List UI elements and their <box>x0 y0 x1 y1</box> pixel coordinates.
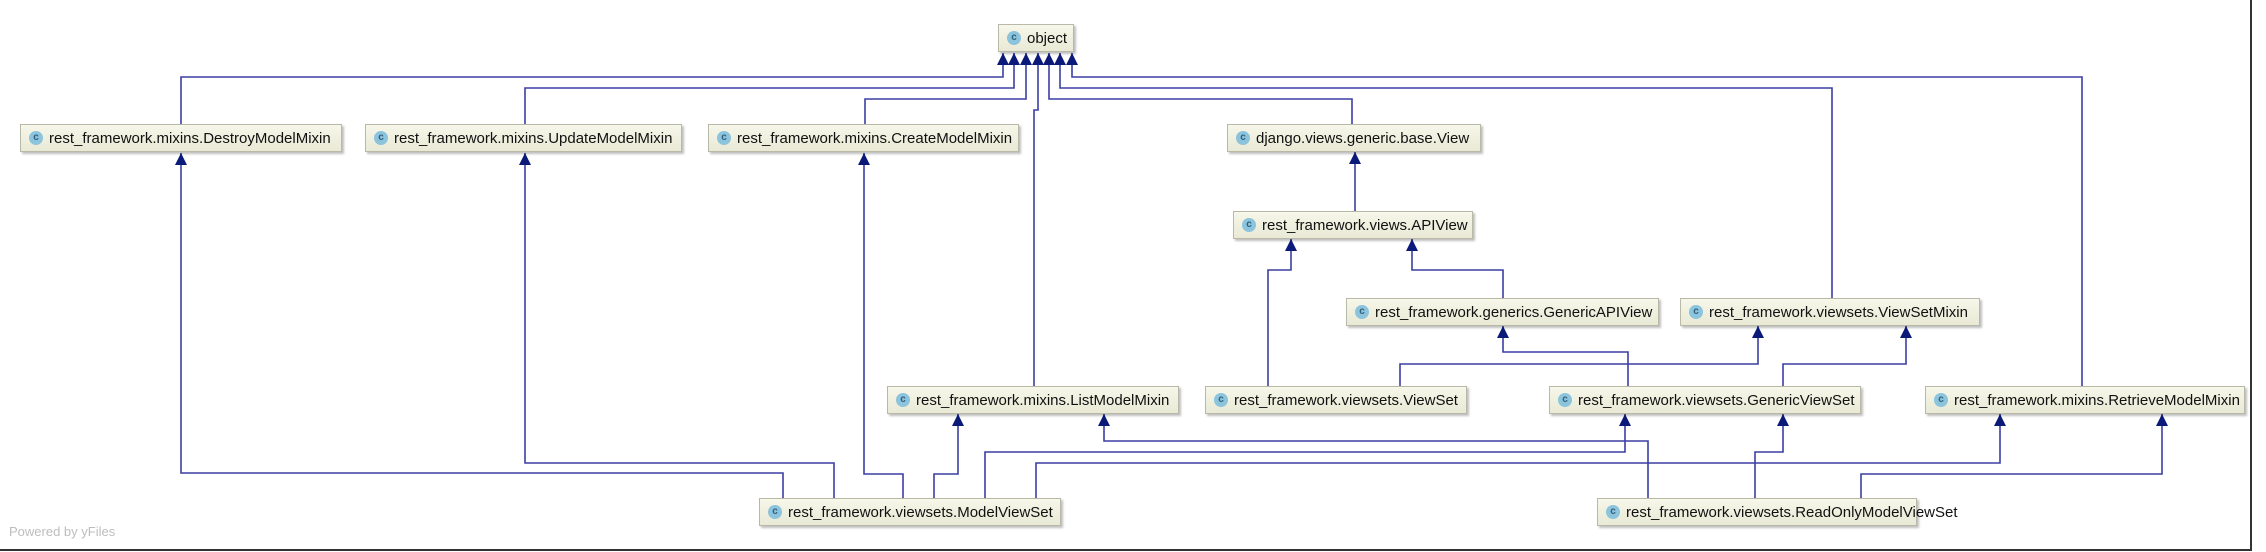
class-icon: c <box>717 131 731 145</box>
node-label: rest_framework.generics.GenericAPIView <box>1375 303 1653 321</box>
node-object[interactable]: c object <box>998 24 1074 52</box>
node-viewset[interactable]: c rest_framework.viewsets.ViewSet <box>1205 386 1467 414</box>
node-generic-api-view[interactable]: c rest_framework.generics.GenericAPIView <box>1346 298 1659 326</box>
inheritance-arrow-icon <box>1406 239 1418 251</box>
edge-list-to-object <box>1033 53 1039 386</box>
inheritance-arrow-icon <box>1994 414 2006 426</box>
powered-by-watermark: Powered by yFiles <box>9 524 116 539</box>
edge-djview-to-object <box>1048 53 1353 124</box>
node-label: rest_framework.viewsets.GenericViewSet <box>1578 391 1855 409</box>
class-icon: c <box>1606 505 1620 519</box>
class-icon: c <box>1242 218 1256 232</box>
edge-retrieve-to-object <box>1071 53 2083 386</box>
inheritance-arrow-icon <box>1043 53 1055 65</box>
node-label: rest_framework.mixins.DestroyModelMixin <box>49 129 331 147</box>
edge-viewset-to-viewsetmixin <box>1399 326 1759 386</box>
edge-genericviewset-to-genericapi <box>1502 326 1629 386</box>
node-label: django.views.generic.base.View <box>1256 129 1470 147</box>
node-django-view[interactable]: c django.views.generic.base.View <box>1227 124 1481 152</box>
inheritance-arrow-icon <box>997 53 1009 65</box>
edge-create-to-object <box>864 53 1027 124</box>
edge-modelviewset-to-genericviewset <box>984 414 1626 498</box>
edge-modelviewset-to-list <box>933 414 959 498</box>
class-icon: c <box>1236 131 1250 145</box>
class-icon: c <box>768 505 782 519</box>
node-label: rest_framework.mixins.UpdateModelMixin <box>394 129 673 147</box>
node-label: object <box>1027 29 1068 47</box>
edge-genericviewset-to-viewsetmixin <box>1782 326 1907 386</box>
edge-viewsetmixin-to-object <box>1059 53 1833 298</box>
node-retrieve-model-mixin[interactable]: c rest_framework.mixins.RetrieveModelMix… <box>1925 386 2245 414</box>
inheritance-arrow-icon <box>1020 53 1032 65</box>
inheritance-arrow-icon <box>1349 152 1361 164</box>
inheritance-arrow-icon <box>1054 53 1066 65</box>
edge-modelviewset-to-create <box>863 153 904 498</box>
edge-readonly-to-retrieve <box>1860 414 2163 498</box>
class-icon: c <box>896 393 910 407</box>
inheritance-arrow-icon <box>1066 53 1078 65</box>
inheritance-arrow-icon <box>858 153 870 165</box>
inheritance-arrow-icon <box>1098 414 1110 426</box>
node-generic-viewset[interactable]: c rest_framework.viewsets.GenericViewSet <box>1549 386 1861 414</box>
inheritance-arrow-icon <box>1900 326 1912 338</box>
edge-readonly-to-genericviewset <box>1754 414 1784 498</box>
node-label: rest_framework.views.APIView <box>1262 216 1468 234</box>
class-icon: c <box>1007 31 1021 45</box>
class-icon: c <box>1558 393 1572 407</box>
edge-readonly-to-list <box>1103 414 1649 498</box>
node-create-model-mixin[interactable]: c rest_framework.mixins.CreateModelMixin <box>708 124 1019 152</box>
class-icon: c <box>1934 393 1948 407</box>
edge-modelviewset-to-update <box>524 153 835 498</box>
node-label: rest_framework.mixins.RetrieveModelMixin <box>1954 391 2240 409</box>
class-icon: c <box>29 131 43 145</box>
node-label: rest_framework.viewsets.ViewSetMixin <box>1709 303 1968 321</box>
inheritance-arrow-icon <box>1777 414 1789 426</box>
inheritance-arrow-icon <box>1619 414 1631 426</box>
edge-modelviewset-to-retrieve <box>1035 414 2001 498</box>
inheritance-arrow-icon <box>1752 326 1764 338</box>
inheritance-arrow-icon <box>519 153 531 165</box>
edge-update-to-object <box>524 53 1015 124</box>
inheritance-arrow-icon <box>1008 53 1020 65</box>
node-update-model-mixin[interactable]: c rest_framework.mixins.UpdateModelMixin <box>365 124 682 152</box>
node-destroy-model-mixin[interactable]: c rest_framework.mixins.DestroyModelMixi… <box>20 124 342 152</box>
node-api-view[interactable]: c rest_framework.views.APIView <box>1233 211 1473 239</box>
node-model-viewset[interactable]: c rest_framework.viewsets.ModelViewSet <box>759 498 1061 526</box>
class-icon: c <box>1689 305 1703 319</box>
node-label: rest_framework.viewsets.ModelViewSet <box>788 503 1053 521</box>
class-icon: c <box>374 131 388 145</box>
node-readonly-model-viewset[interactable]: c rest_framework.viewsets.ReadOnlyModelV… <box>1597 498 1958 526</box>
node-viewset-mixin[interactable]: c rest_framework.viewsets.ViewSetMixin <box>1680 298 1980 326</box>
inheritance-arrow-icon <box>175 153 187 165</box>
edge-viewset-to-apiview <box>1267 239 1292 386</box>
inheritance-arrow-icon <box>1497 326 1509 338</box>
node-label: rest_framework.mixins.CreateModelMixin <box>737 129 1013 147</box>
class-icon: c <box>1355 305 1369 319</box>
inheritance-arrow-icon <box>1032 53 1044 65</box>
edge-modelviewset-to-destroy <box>180 153 784 498</box>
inheritance-arrow-icon <box>2156 414 2168 426</box>
inheritance-arrow-icon <box>952 414 964 426</box>
node-label: rest_framework.mixins.ListModelMixin <box>916 391 1170 409</box>
node-label: rest_framework.viewsets.ViewSet <box>1234 391 1458 409</box>
node-label: rest_framework.viewsets.ReadOnlyModelVie… <box>1626 503 1958 521</box>
inheritance-arrow-icon <box>1285 239 1297 251</box>
node-list-model-mixin[interactable]: c rest_framework.mixins.ListModelMixin <box>887 386 1179 414</box>
edge-genericapi-to-apiview <box>1411 239 1504 298</box>
class-icon: c <box>1214 393 1228 407</box>
